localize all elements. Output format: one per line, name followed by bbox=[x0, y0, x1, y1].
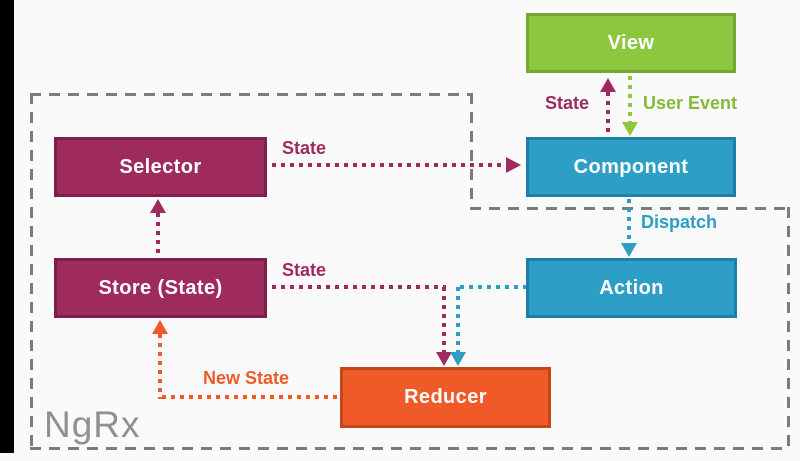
edge-store-to-selector-line bbox=[156, 213, 160, 258]
node-component: Component bbox=[526, 137, 736, 197]
edge-store-to-reducer-line-vertical bbox=[442, 287, 446, 352]
edge-reducer-to-store-line-vertical bbox=[158, 334, 162, 399]
node-reducer: Reducer bbox=[340, 367, 551, 428]
node-selector: Selector bbox=[54, 137, 267, 197]
group-border-top-left bbox=[30, 93, 473, 96]
edge-action-to-reducer-line-vertical bbox=[456, 287, 460, 352]
edge-label-user-event: User Event bbox=[643, 93, 738, 113]
edge-selector-to-component-arrowhead bbox=[506, 157, 521, 173]
edge-reducer-to-store-arrowhead bbox=[152, 320, 168, 334]
edge-label-state-to-reducer: State bbox=[282, 260, 327, 280]
group-border-step-vertical bbox=[470, 93, 473, 210]
node-action: Action bbox=[526, 258, 737, 318]
edge-label-new-state: New State bbox=[203, 368, 290, 388]
edge-component-to-view-line bbox=[606, 92, 610, 137]
edge-view-to-component-arrowhead bbox=[622, 122, 638, 136]
edge-view-to-component-line bbox=[628, 76, 632, 122]
letterbox-left-bar bbox=[0, 0, 14, 453]
group-border-right bbox=[787, 207, 790, 450]
edge-component-to-action-arrowhead bbox=[621, 243, 637, 257]
edge-selector-to-component-line bbox=[272, 163, 506, 167]
group-border-bottom bbox=[30, 447, 790, 450]
edge-component-to-view-arrowhead bbox=[600, 78, 616, 92]
edge-reducer-to-store-line-horizontal bbox=[162, 395, 340, 399]
edge-action-to-reducer-line-horizontal bbox=[460, 285, 526, 289]
edge-store-to-reducer-line-horizontal bbox=[272, 285, 446, 289]
node-view: View bbox=[526, 13, 736, 73]
edge-action-to-reducer-arrowhead bbox=[450, 352, 466, 366]
group-border-left bbox=[30, 93, 33, 450]
group-label-ngrx: NgRx bbox=[44, 404, 141, 445]
edge-label-state-to-view: State bbox=[545, 93, 590, 113]
edge-label-dispatch: Dispatch bbox=[641, 212, 718, 232]
edge-store-to-reducer-arrowhead bbox=[436, 352, 452, 366]
edge-component-to-action-line bbox=[627, 199, 631, 243]
edge-label-state-to-component: State bbox=[282, 138, 327, 158]
edge-store-to-selector-arrowhead bbox=[150, 199, 166, 213]
node-store: Store (State) bbox=[54, 258, 267, 318]
